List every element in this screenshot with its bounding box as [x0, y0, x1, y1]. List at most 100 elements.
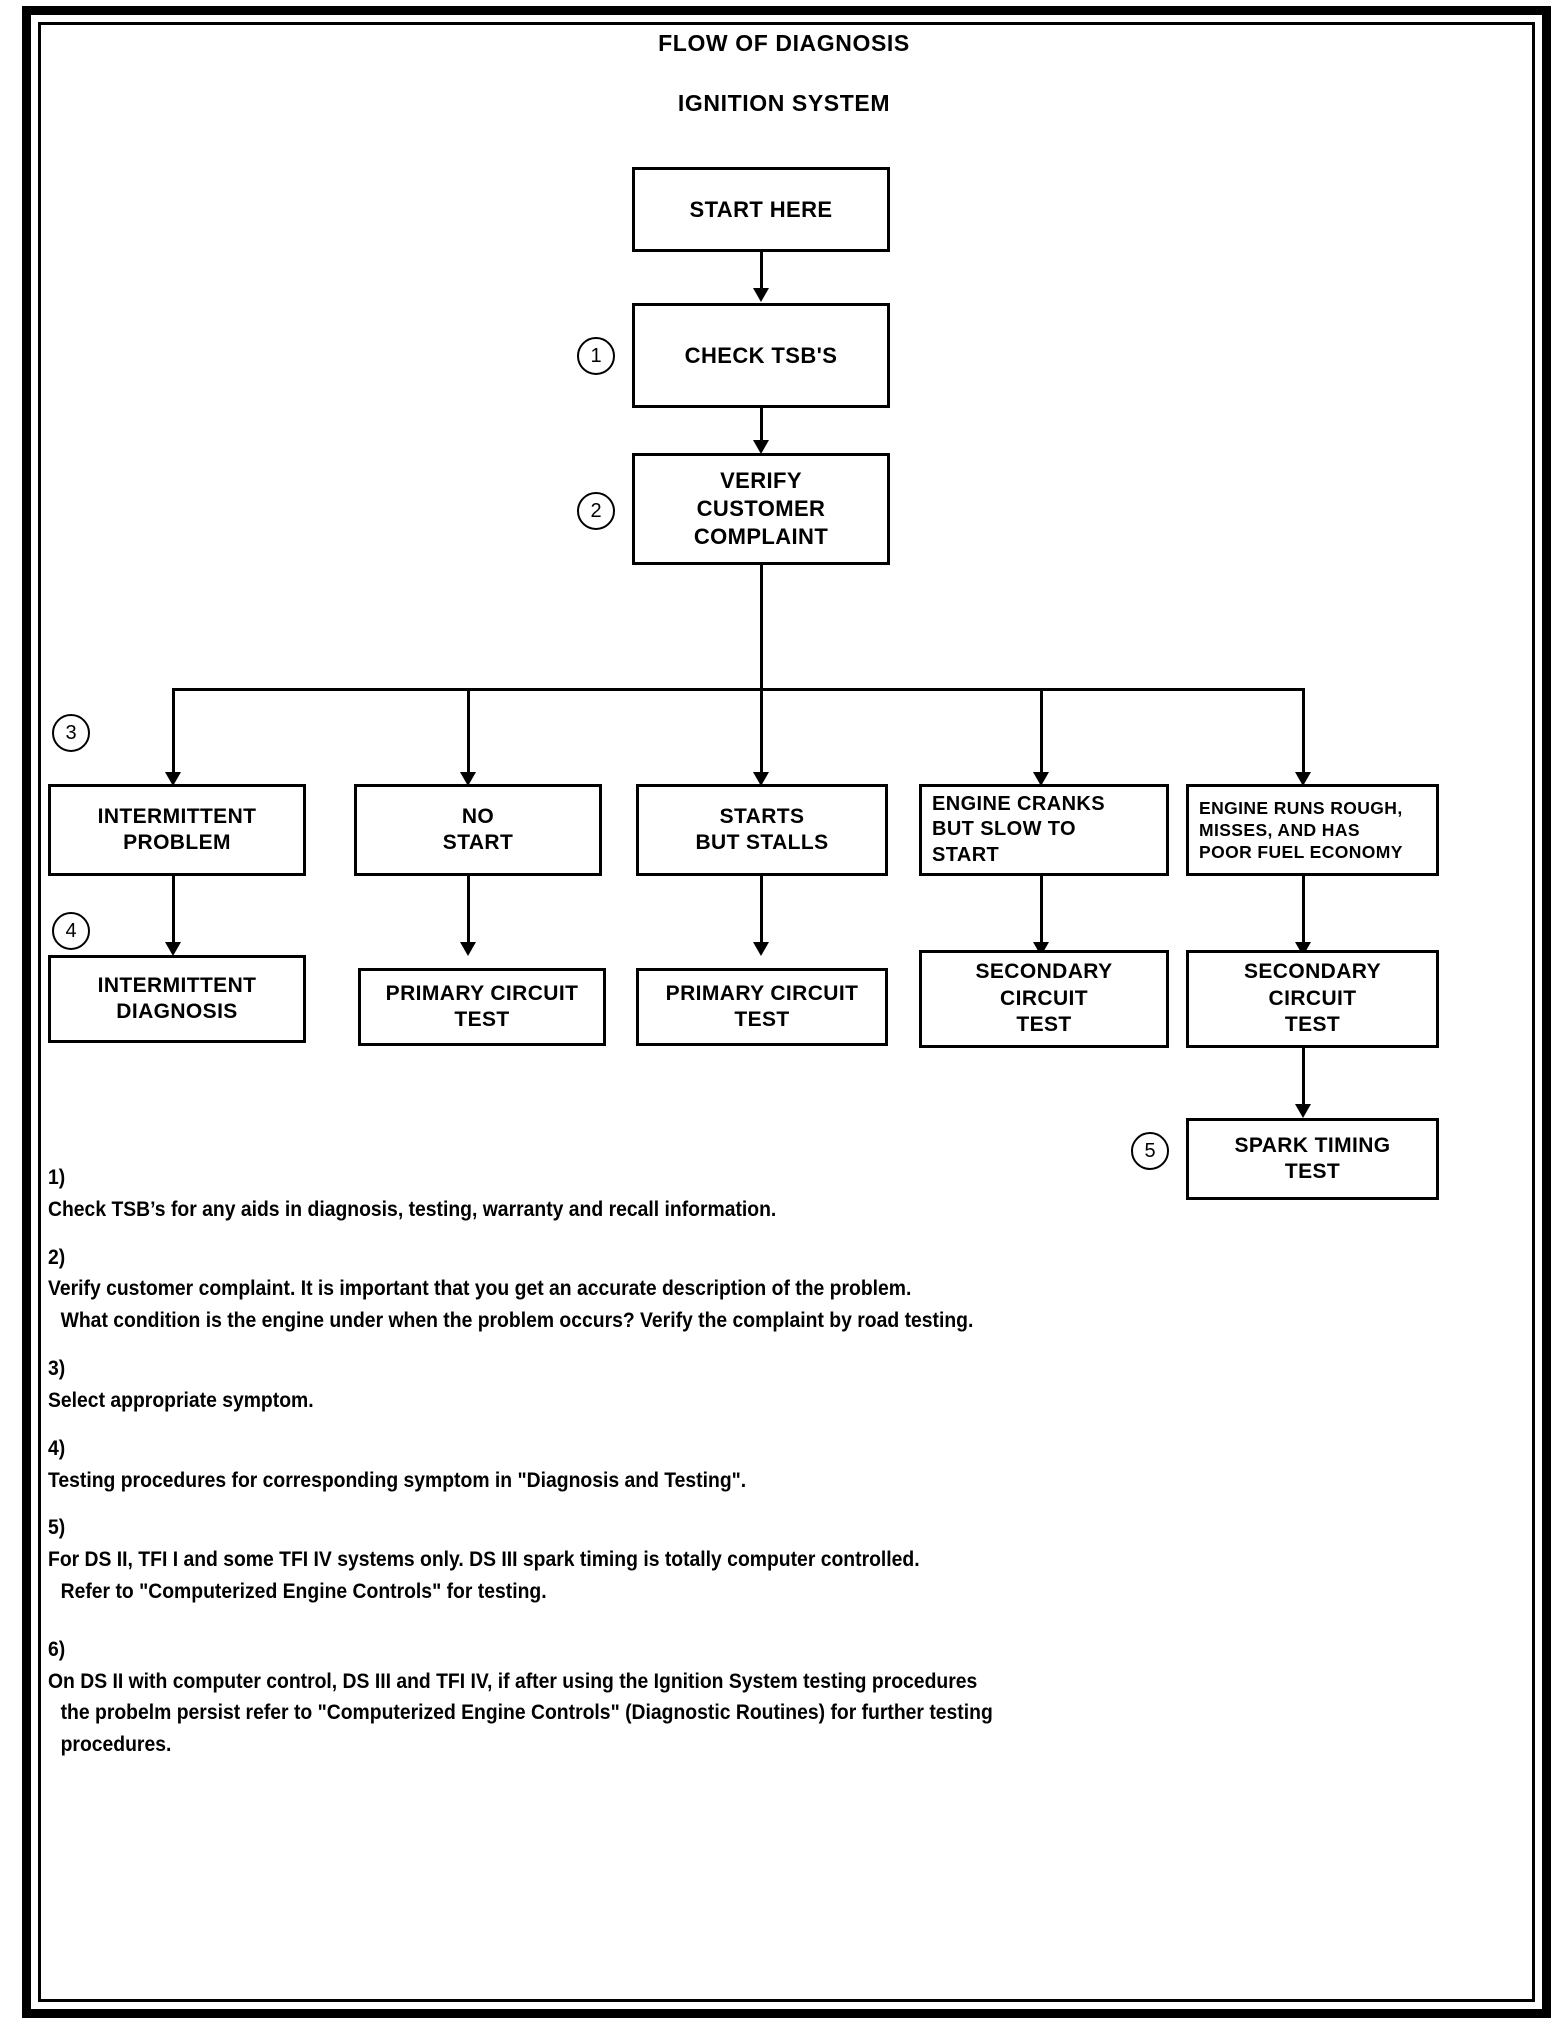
step-marker-5-label: 5 [1144, 1139, 1156, 1162]
footnote-1-line-0: Check TSB’s for any aids in diagnosis, t… [48, 1196, 777, 1221]
test-3-line-2: TEST [1016, 1013, 1072, 1037]
branch-leg-4 [1040, 688, 1043, 778]
footnote-5-body: For DS II, TFI I and some TFI IV systems… [48, 1544, 1272, 1608]
flow-box-verify-complaint-line-2: COMPLAINT [693, 523, 829, 549]
symptom-1-line-0: NO [461, 804, 495, 828]
footnote-2-line-1: What condition is the engine under when … [60, 1308, 974, 1333]
symptom-1-line-1: START [442, 831, 514, 854]
branch-arrowhead-2 [460, 772, 476, 786]
footnote-4: 4) Testing procedures for corresponding … [48, 1433, 1272, 1497]
footnote-1-number: 1) [48, 1165, 66, 1189]
arrowhead-tsb-to-verify [753, 440, 769, 454]
test-4-line-1: CIRCUIT [1268, 986, 1357, 1010]
branch-arrowhead-4 [1033, 772, 1049, 786]
step-marker-1: 1 [577, 337, 615, 375]
connector-test-to-spark-timing [1302, 1048, 1305, 1110]
step-marker-4: 4 [52, 912, 90, 950]
diagram-title: FLOW OF DIAGNOSIS [658, 30, 910, 56]
footnote-5-line-1: Refer to "Computerized Engine Controls" … [60, 1578, 547, 1603]
test-3-line-0: SECONDARY [975, 960, 1113, 984]
flow-box-symptom-intermittent-problem[interactable]: INTERMITTENT PROBLEM [48, 784, 306, 876]
connector-symptom-3-to-test [1040, 876, 1043, 948]
flow-box-test-intermittent-diagnosis[interactable]: INTERMITTENT DIAGNOSIS [48, 955, 306, 1043]
symptom-4-line-1: MISSES, AND HAS [1199, 819, 1360, 840]
arrowhead-symptom-1-to-test [460, 942, 476, 956]
symptom-4-line-2: POOR FUEL ECONOMY [1199, 842, 1403, 863]
test-1-line-0: PRIMARY CIRCUIT [385, 981, 579, 1005]
footnote-1-body: Check TSB’s for any aids in diagnosis, t… [48, 1194, 1272, 1226]
flow-box-symptom-engine-cranks-slow[interactable]: ENGINE CRANKS BUT SLOW TO START [919, 784, 1169, 876]
test-0-line-0: INTERMITTENT [97, 973, 257, 997]
footnote-4-number: 4) [48, 1435, 66, 1460]
flow-box-verify-complaint-line-0: VERIFY [720, 468, 802, 494]
flow-box-start-line-0: START HERE [689, 196, 833, 222]
flow-box-spark-timing-test[interactable]: SPARK TIMING TEST [1186, 1118, 1439, 1200]
flow-box-symptom-engine-runs-rough[interactable]: ENGINE RUNS ROUGH, MISSES, AND HAS POOR … [1186, 784, 1439, 876]
arrowhead-test-to-spark-timing [1295, 1104, 1311, 1118]
footnote-6-line-1: the probelm persist refer to "Computeriz… [60, 1700, 993, 1725]
footnote-3-body: Select appropriate symptom. [48, 1385, 1272, 1417]
symptom-4-line-0: ENGINE RUNS ROUGH, [1199, 797, 1403, 818]
diagram-subtitle: IGNITION SYSTEM [677, 90, 891, 116]
footnote-3-line-0: Select appropriate symptom. [48, 1387, 314, 1412]
symptom-3-line-1: BUT SLOW TO [932, 818, 1077, 841]
page-border-outer [22, 6, 1551, 2018]
footnote-6-body: On DS II with computer control, DS III a… [48, 1666, 1272, 1761]
flow-box-symptom-starts-but-stalls[interactable]: STARTS BUT STALLS [636, 784, 888, 876]
test-4-line-0: SECONDARY [1243, 960, 1381, 984]
flow-box-start[interactable]: START HERE [632, 167, 890, 252]
test-2-line-0: PRIMARY CIRCUIT [665, 981, 859, 1005]
symptom-3-line-2: START [932, 843, 1000, 866]
test-1-line-1: TEST [454, 1008, 510, 1031]
footnote-1: 1) Check TSB’s for any aids in diagnosis… [48, 1162, 1272, 1226]
step-marker-3: 3 [52, 714, 90, 752]
symptom-0-line-0: INTERMITTENT [97, 804, 257, 828]
footnote-4-body: Testing procedures for corresponding sym… [48, 1465, 1272, 1497]
step-marker-3-label: 3 [65, 721, 77, 744]
spark-timing-line-0: SPARK TIMING [1234, 1133, 1391, 1157]
footnote-2-number: 2) [48, 1244, 66, 1269]
test-4-line-2: TEST [1284, 1013, 1341, 1037]
flow-box-test-secondary-circuit-1[interactable]: SECONDARY CIRCUIT TEST [919, 950, 1169, 1048]
flow-box-test-primary-circuit-1[interactable]: PRIMARY CIRCUIT TEST [358, 968, 606, 1046]
step-marker-4-label: 4 [65, 919, 77, 942]
step-marker-1-label: 1 [590, 344, 602, 367]
branch-arrowhead-5 [1295, 772, 1311, 786]
connector-tsb-to-verify [760, 408, 763, 446]
branch-leg-2 [467, 688, 470, 778]
connector-start-to-tsb [760, 252, 763, 294]
branch-arrowhead-3 [753, 772, 769, 786]
flow-box-test-primary-circuit-2[interactable]: PRIMARY CIRCUIT TEST [636, 968, 888, 1046]
arrowhead-start-to-tsb [753, 288, 769, 302]
test-0-line-1: DIAGNOSIS [116, 1000, 238, 1023]
flow-box-test-secondary-circuit-2[interactable]: SECONDARY CIRCUIT TEST [1186, 950, 1439, 1048]
spark-timing-line-1: TEST [1284, 1160, 1341, 1183]
symptom-3-line-0: ENGINE CRANKS [932, 793, 1105, 816]
branch-bus [172, 688, 1305, 691]
step-marker-2-label: 2 [590, 499, 602, 522]
branch-arrowhead-1 [165, 772, 181, 786]
footnote-2-body: Verify customer complaint. It is importa… [48, 1273, 1272, 1337]
footnote-5-line-0: For DS II, TFI I and some TFI IV systems… [48, 1547, 920, 1572]
symptom-2-line-1: BUT STALLS [695, 831, 829, 854]
flow-box-check-tsbs[interactable]: CHECK TSB'S [632, 303, 890, 408]
symptom-2-line-0: STARTS [719, 804, 805, 828]
connector-symptom-1-to-test [467, 876, 470, 948]
footnote-6: 6) On DS II with computer control, DS II… [48, 1634, 1272, 1761]
footnote-2-line-0: Verify customer complaint. It is importa… [48, 1276, 912, 1301]
footnote-4-line-0: Testing procedures for corresponding sym… [48, 1467, 747, 1492]
flow-box-symptom-no-start[interactable]: NO START [354, 784, 602, 876]
connector-symptom-2-to-test [760, 876, 763, 948]
footnotes-list: 1) Check TSB’s for any aids in diagnosis… [48, 1162, 1408, 1777]
connector-verify-to-bus [760, 565, 763, 690]
flow-box-verify-complaint-line-1: CUSTOMER [696, 496, 826, 522]
footnote-3-number: 3) [48, 1356, 66, 1381]
symptom-0-line-1: PROBLEM [123, 831, 231, 854]
footnote-2: 2) Verify customer complaint. It is impo… [48, 1242, 1272, 1337]
footnote-3: 3) Select appropriate symptom. [48, 1353, 1272, 1417]
step-marker-2: 2 [577, 492, 615, 530]
connector-symptom-4-to-test [1302, 876, 1305, 948]
flow-box-check-tsbs-line-0: CHECK TSB'S [684, 342, 838, 368]
flow-box-verify-complaint[interactable]: VERIFY CUSTOMER COMPLAINT [632, 453, 890, 565]
step-marker-5: 5 [1131, 1132, 1169, 1170]
